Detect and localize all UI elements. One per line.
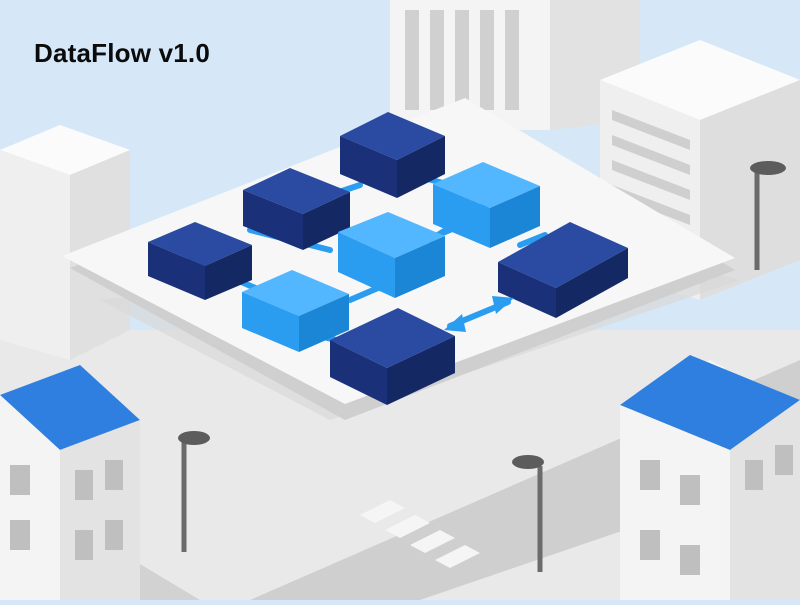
block-light-2 (338, 212, 445, 298)
block-dark-2 (243, 168, 350, 250)
building-left-front (0, 365, 140, 600)
street-lamp-icon (178, 161, 786, 572)
building-right-front (620, 355, 800, 600)
block-dark-3 (340, 112, 445, 198)
block-dark-4 (498, 222, 628, 318)
block-dark-5 (330, 308, 455, 405)
app-title: DataFlow v1.0 (34, 38, 210, 68)
bidirectional-arrow-icon (444, 296, 514, 332)
block-dark-1 (148, 222, 252, 300)
building-tall-center (390, 0, 640, 130)
block-light-1 (433, 162, 540, 248)
block-light-3 (242, 270, 349, 352)
